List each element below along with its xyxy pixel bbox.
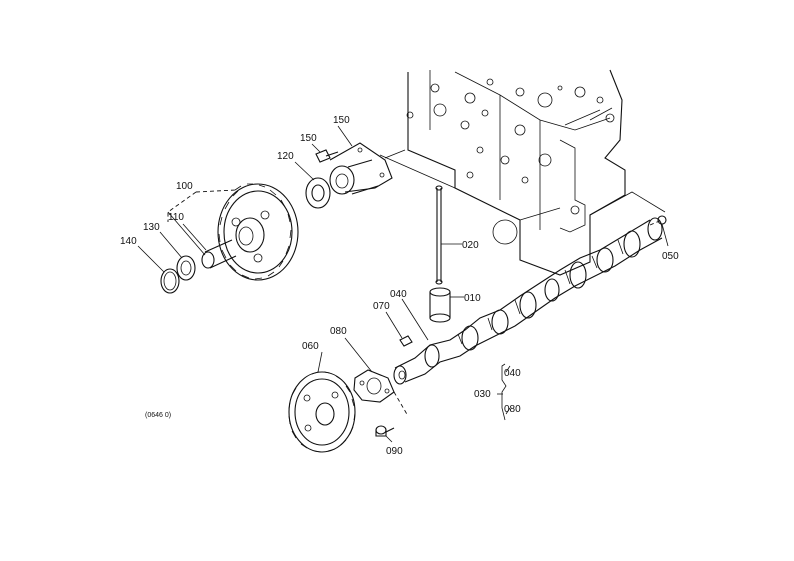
thrust-plate <box>353 369 395 403</box>
part-labels: 100 110 130 140 120 150 150 020 010 040 … <box>120 115 679 457</box>
label-100: 100 <box>176 181 193 192</box>
thrust-washer <box>305 177 331 209</box>
camshaft <box>393 217 663 385</box>
label-080-set: 080 <box>504 404 521 415</box>
label-120: 120 <box>277 151 294 162</box>
label-080-plate: 080 <box>330 326 347 337</box>
circlip <box>160 268 180 294</box>
tappet <box>429 287 451 323</box>
idle-gear-shaft <box>201 239 237 269</box>
plug <box>649 215 667 226</box>
idle-gear <box>217 183 299 281</box>
bearing-housing <box>329 142 393 195</box>
figure-code: (0646 0) <box>145 412 171 419</box>
label-070: 070 <box>373 301 390 312</box>
housing-bolt <box>315 149 339 163</box>
label-040: 040 <box>390 289 407 300</box>
collar <box>176 255 196 281</box>
label-010: 010 <box>464 293 481 304</box>
cam-gear <box>288 371 356 453</box>
label-050: 050 <box>662 251 679 262</box>
label-030: 030 <box>474 389 491 400</box>
label-090: 090 <box>386 446 403 457</box>
key-pin <box>399 335 413 347</box>
push-rod <box>435 185 443 285</box>
engine-block <box>379 69 666 276</box>
label-130: 130 <box>143 222 160 233</box>
plate-bolt <box>375 425 395 437</box>
label-040-set: 040 <box>504 368 521 379</box>
leader-lines <box>137 125 669 443</box>
label-110: 110 <box>168 212 184 223</box>
label-020: 020 <box>462 240 479 251</box>
label-150-housing: 150 <box>333 115 350 126</box>
label-140: 140 <box>120 236 137 247</box>
label-150-bolt: 150 <box>300 133 317 144</box>
label-060: 060 <box>302 341 319 352</box>
